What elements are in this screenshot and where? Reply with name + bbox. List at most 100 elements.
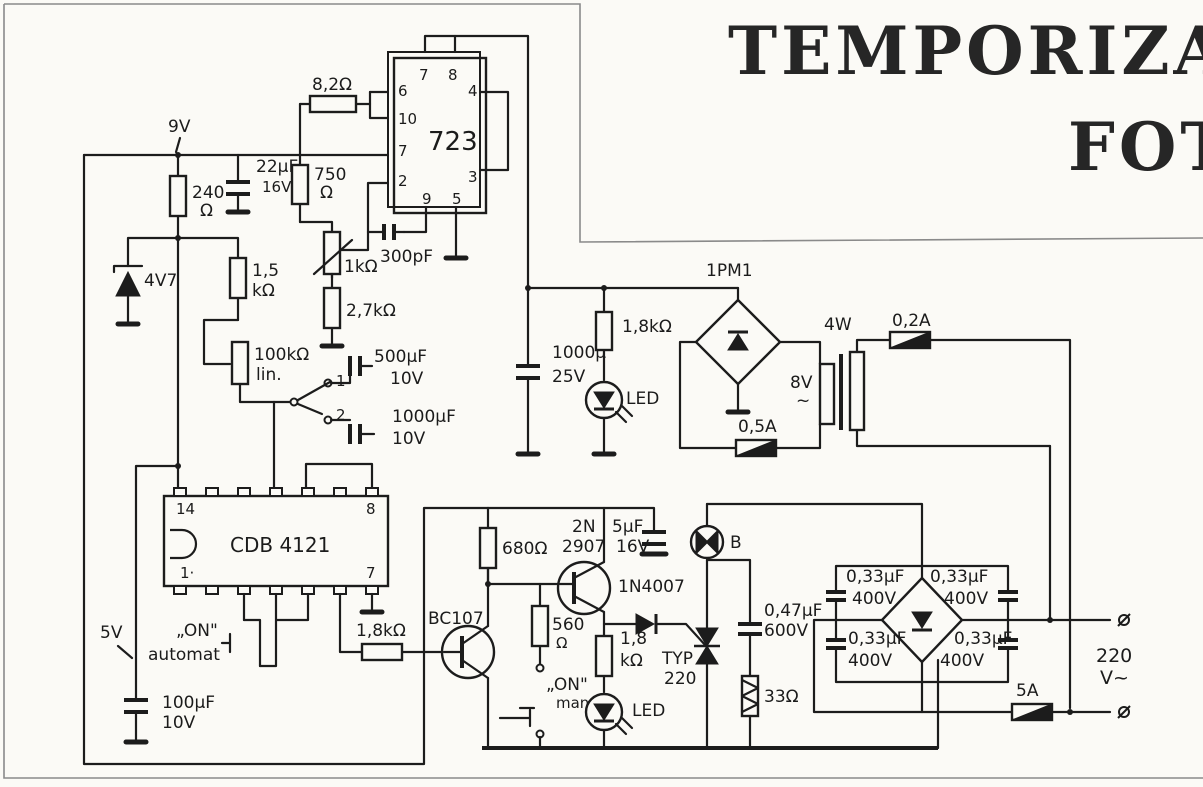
ic-cdb4121-body bbox=[162, 494, 390, 588]
capacitor-300pf bbox=[382, 224, 406, 240]
cdb-pin7: 7 bbox=[366, 564, 376, 582]
page-border bbox=[3, 3, 1203, 779]
supply-5v-label: 5V bbox=[100, 623, 123, 643]
capacitor-1000uf-switch-label: 1000μF bbox=[392, 407, 456, 427]
supply-9v-arrow bbox=[174, 136, 182, 154]
title-line2: FOTO bbox=[1068, 108, 1203, 186]
fuse-02a-label: 0,2A bbox=[892, 311, 931, 331]
capacitor-1000u-voltage: 25V bbox=[552, 367, 586, 387]
ic-723-pin6: 6 bbox=[398, 82, 408, 100]
capacitor-033-bl-voltage: 400V bbox=[848, 651, 892, 671]
resistor-750-unit: Ω bbox=[320, 183, 333, 203]
resistor-33-label: 33Ω bbox=[764, 687, 799, 707]
ic-723-label: 723 bbox=[428, 127, 478, 157]
transformer-ac-label: ~ bbox=[796, 391, 810, 411]
mains-terminals bbox=[1117, 613, 1131, 719]
cdb-pin8: 8 bbox=[366, 500, 376, 518]
ic-723-pin2: 2 bbox=[398, 172, 408, 190]
ic-723-pin7b: 7 bbox=[398, 142, 408, 160]
ic-723-pin3: 3 bbox=[468, 168, 478, 186]
resistor-2-7k-label: 2,7kΩ bbox=[346, 301, 396, 321]
potentiometer-1k-label: 1kΩ bbox=[344, 257, 378, 277]
cdb-pin14: 14 bbox=[176, 500, 195, 518]
capacitor-1000u bbox=[515, 286, 541, 457]
capacitor-047uf-label: 0,47μF bbox=[764, 601, 822, 621]
fuse-5a-label: 5A bbox=[1016, 681, 1039, 701]
resistor-680 bbox=[478, 526, 498, 570]
potentiometer-100k-lin: lin. bbox=[256, 365, 282, 385]
q-2n-label-1: 2N bbox=[572, 517, 596, 537]
typ-label-2: 220 bbox=[664, 669, 696, 689]
triac-typ220 bbox=[694, 558, 720, 750]
capacitor-5uf-voltage: 16V bbox=[616, 537, 650, 557]
resistor-1-8k-led bbox=[594, 310, 614, 352]
capacitor-033-tr-voltage: 400V bbox=[944, 589, 988, 609]
resistor-750-label: 750 bbox=[314, 165, 346, 185]
on-automat-label-1: „ON" bbox=[176, 621, 218, 641]
switch-pos1-label: 1 bbox=[336, 372, 346, 390]
supply-9v-label: 9V bbox=[168, 117, 191, 137]
bridge-1pm1-label: 1PM1 bbox=[706, 261, 753, 281]
capacitor-100uf-voltage: 10V bbox=[162, 713, 196, 733]
ic-723-pin8: 8 bbox=[448, 66, 458, 84]
resistor-1-8k-led-label: 1,8kΩ bbox=[622, 317, 672, 337]
ic-723-pin5: 5 bbox=[452, 190, 462, 208]
ic-723-pin9: 9 bbox=[422, 190, 432, 208]
resistor-240-unit: Ω bbox=[200, 201, 213, 221]
bridge-1pm1 bbox=[678, 286, 822, 450]
resistor-1-8k-man bbox=[594, 634, 614, 678]
resistor-1-5k-unit: kΩ bbox=[252, 281, 275, 301]
resistor-8-2 bbox=[308, 94, 358, 114]
diode-1n4007 bbox=[602, 610, 708, 648]
on-automat-label-2: automat bbox=[148, 645, 220, 665]
capacitor-100uf-label: 100μF bbox=[162, 693, 215, 713]
transistor-2n2907 bbox=[556, 560, 612, 616]
ic-723-pin4: 4 bbox=[468, 82, 478, 100]
ic-723-pin10: 10 bbox=[398, 110, 417, 128]
left-rail bbox=[82, 153, 490, 766]
led1-icon bbox=[584, 380, 634, 457]
capacitor-100uf bbox=[123, 698, 149, 745]
capacitor-500uf-label: 500μF bbox=[374, 347, 427, 367]
capacitor-033-br-label: 0,33μF bbox=[954, 629, 1012, 649]
mains-220-label: 220 bbox=[1096, 645, 1132, 667]
ic-cdb4121-label: CDB 4121 bbox=[230, 533, 330, 557]
capacitor-5uf-label: 5μF bbox=[612, 517, 643, 537]
led2-icon bbox=[584, 692, 634, 750]
fuse-5a bbox=[1010, 702, 1054, 722]
capacitor-033-tl-label: 0,33μF bbox=[846, 567, 904, 587]
resistor-2-7k bbox=[322, 286, 342, 330]
led2-label: LED bbox=[632, 701, 665, 721]
resistor-8-2-label: 8,2Ω bbox=[312, 75, 352, 95]
resistor-240 bbox=[168, 174, 188, 218]
resistor-560 bbox=[530, 604, 550, 648]
fuse-05a bbox=[734, 438, 778, 458]
ic-cdb4121-block: CDB 4121 14 8 1· 7 bbox=[162, 236, 390, 615]
capacitor-047uf-voltage: 600V bbox=[764, 621, 808, 641]
zener-4v7 bbox=[112, 236, 180, 327]
fuse-02a bbox=[888, 330, 1072, 710]
bc107-label: BC107 bbox=[428, 609, 484, 629]
capacitor-300pf-label: 300pF bbox=[380, 247, 433, 267]
supply-5v-arrow bbox=[116, 644, 134, 660]
resistor-750 bbox=[290, 163, 310, 206]
capacitor-22uf-voltage: 16V bbox=[262, 178, 292, 196]
ic-723-shadow bbox=[387, 51, 481, 208]
ic-723-block: 723 7 8 6 10 4 7 2 3 9 5 bbox=[387, 51, 488, 215]
resistor-240-label: 240 bbox=[192, 183, 224, 203]
potentiometer-100k-label: 100kΩ bbox=[254, 345, 309, 365]
bulb-label: B bbox=[730, 533, 742, 553]
fuse-05a-label: 0,5A bbox=[738, 417, 777, 437]
typ-label-1: TYP bbox=[661, 649, 693, 669]
transistor-bc107 bbox=[440, 566, 496, 750]
transformer-4w bbox=[818, 338, 1052, 448]
cdb-pin1: 1· bbox=[180, 564, 194, 582]
title-line1: TEMPORIZATOR bbox=[728, 12, 1203, 90]
resistor-1-5k bbox=[228, 256, 248, 300]
mains-v-label: V~ bbox=[1100, 667, 1129, 689]
capacitor-1000uf-switch bbox=[348, 424, 376, 444]
switch-pos2-label: 2 bbox=[336, 406, 346, 424]
pushbutton-on-man bbox=[498, 663, 545, 750]
on-man-label-2: man. bbox=[556, 694, 594, 712]
